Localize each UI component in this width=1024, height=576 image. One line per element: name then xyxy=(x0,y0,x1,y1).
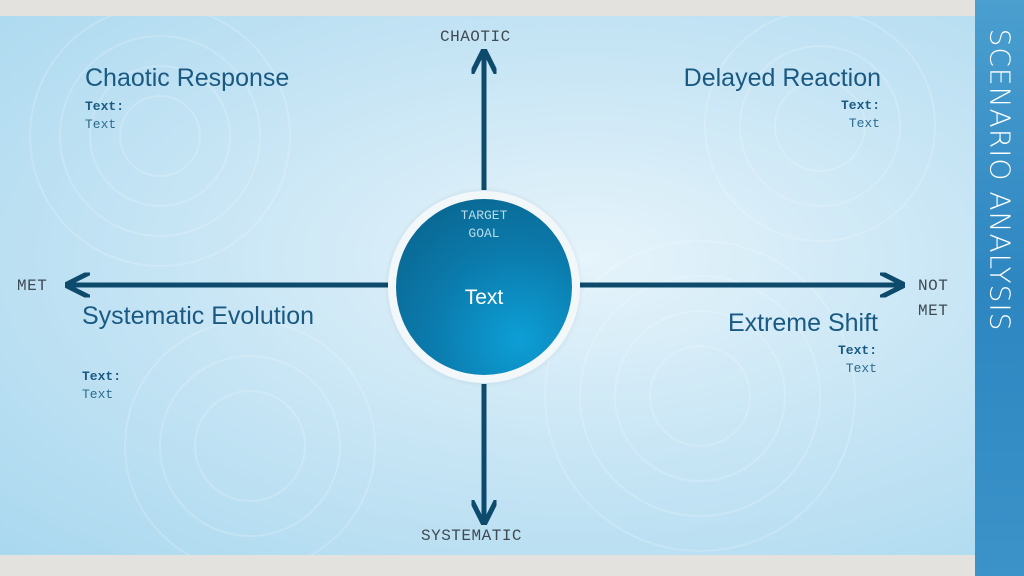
quadrant-value-bottom-left: Text xyxy=(82,387,114,402)
quadrant-key-bottom-right: Text: xyxy=(837,343,877,358)
quadrant-value-bottom-right: Text xyxy=(845,361,877,376)
quadrant-key-top-right: Text: xyxy=(840,98,880,113)
quadrant-key-top-left: Text: xyxy=(85,99,125,114)
axis-label-top: CHAOTIC xyxy=(440,28,511,46)
axis-label-left: MET xyxy=(17,277,48,295)
target-label-line2: GOAL xyxy=(468,226,500,241)
bottom-border-strip xyxy=(0,555,975,576)
quadrant-value-top-left: Text xyxy=(85,117,117,132)
target-circle xyxy=(396,199,572,375)
quadrant-title-top-left: Chaotic Response xyxy=(85,64,290,92)
quadrant-key-bottom-left: Text: xyxy=(82,369,122,384)
target-circle-text: Text xyxy=(464,286,504,309)
background-wave-pattern xyxy=(29,16,936,555)
axis-label-right-line1: NOT xyxy=(918,277,949,295)
quadrant-value-top-right: Text xyxy=(848,116,880,131)
target-label-line1: TARGET xyxy=(460,208,508,223)
top-border-strip xyxy=(0,0,975,16)
axis-label-bottom: SYSTEMATIC xyxy=(421,527,523,545)
quadrant-title-bottom-right: Extreme Shift xyxy=(727,309,878,337)
quadrant-title-top-right: Delayed Reaction xyxy=(683,64,881,92)
axes-diagram xyxy=(0,0,975,576)
axis-label-right-line2: MET xyxy=(918,302,949,320)
quadrant-title-bottom-left: Systematic Evolution xyxy=(82,302,315,330)
sidebar-banner: SCENARIO ANALYSIS xyxy=(975,0,1024,576)
sidebar-title: SCENARIO ANALYSIS xyxy=(983,28,1016,332)
